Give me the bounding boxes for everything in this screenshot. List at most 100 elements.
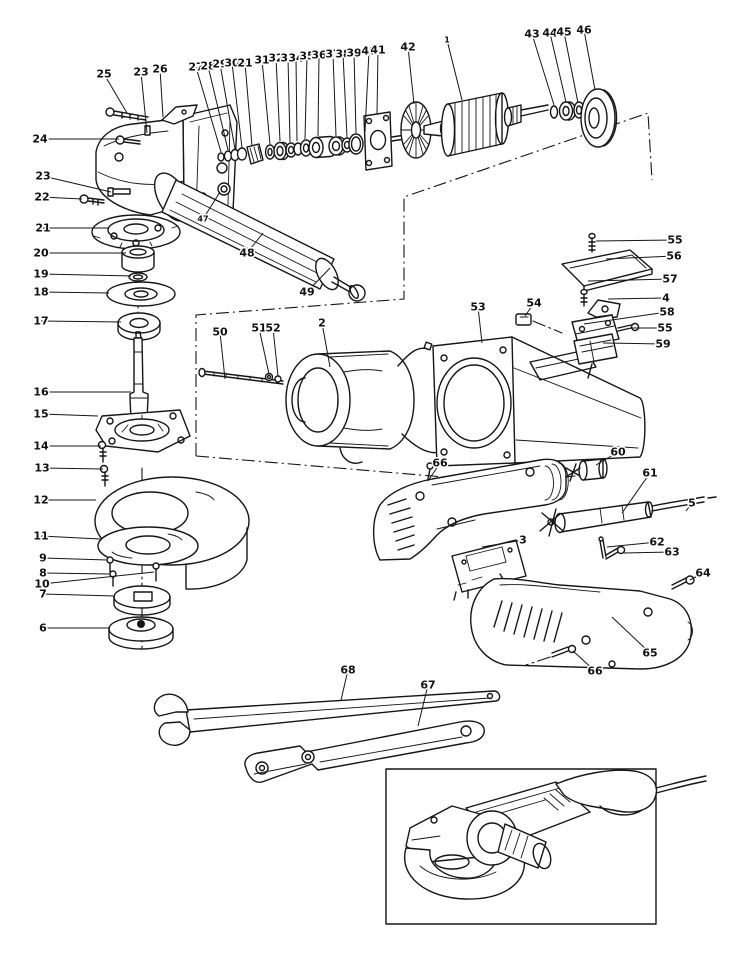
pin-62 [598,536,607,559]
part-number-57-55: 57 [662,273,677,286]
leader-line-13-36 [41,467,104,470]
screw-55b [617,322,640,332]
leader-line-18-31 [40,291,110,294]
screw-66a [426,462,434,480]
armature-core-1 [440,92,510,157]
part-number-33-10: 33 [280,52,295,65]
part-number-21-7: 21 [237,57,252,70]
ring-19 [128,272,148,282]
inner-flange-7 [113,585,171,616]
part-number-66-69: 66 [587,665,603,678]
part-number-13-36: 13 [34,462,49,475]
part-number-25-0: 25 [96,68,111,81]
motor-housing-53 [432,336,646,467]
screw-14 [97,440,107,463]
leader-line-66-66 [427,462,441,482]
leader-line-10-41 [41,571,155,585]
outer-flange-6 [108,616,174,650]
part-number-56-54: 56 [666,250,682,263]
leader-line-58-57 [583,311,668,325]
leader-line-50-47 [219,331,226,380]
leader-line-23-1 [140,71,148,134]
bearing-flange-15 [95,409,191,453]
leader-line-51-48 [258,327,270,375]
part-number-28-4: 28 [200,60,215,73]
part-number-36-13: 36 [311,49,327,62]
spindle-gear-stack [91,214,191,487]
screw-22 [79,194,105,206]
part-number-16-33: 16 [33,386,49,399]
part-number-3-67: 3 [519,534,527,547]
leader-line-43-21 [531,33,555,106]
part-number-14-35: 14 [33,440,49,453]
part-number-11-38: 11 [33,530,48,543]
part-number-2-50: 2 [318,317,326,330]
part-number-37-14: 37 [325,48,340,61]
cable-boot-61 [539,501,654,537]
leader-line-57-55 [587,278,671,282]
part-number-17-32: 17 [33,315,48,328]
part-number-32-9: 32 [268,52,283,65]
brush-cap-54 [515,313,563,334]
leader-line-41-18 [376,49,379,115]
screw-10 [152,562,160,582]
part-number-27-3: 27 [188,61,203,74]
leader-line-55-53 [595,239,676,242]
armature-assembly [400,88,618,159]
screw-9 [106,556,114,573]
leader-line-2-50 [321,322,331,368]
screw-13 [99,464,109,487]
part-number-23-1: 23 [133,66,148,79]
bearing-plate [363,111,393,171]
washer-51 [264,372,274,382]
part-number-55-58: 55 [657,322,672,335]
part-number-48-45: 48 [239,247,254,260]
leader-line-67-71 [417,684,429,727]
part-number-15-34: 15 [33,408,48,421]
brush-holder-59 [573,333,618,379]
o-ring-47 [217,182,231,196]
part-number-26-2: 26 [152,63,168,76]
part-number-41-18: 41 [370,44,385,57]
ball-bearing-17 [117,312,161,341]
power-cord-5 [651,496,717,512]
inset-assembled-view [385,768,707,925]
inset-rear-handle [555,769,707,816]
part-number-54-52: 54 [526,297,542,310]
part-number-4-56: 4 [662,292,670,305]
part-number-51-48: 51 [251,322,266,335]
screw-24 [115,135,141,145]
screw-64 [671,575,695,590]
screw-8 [109,570,117,587]
leader-line-63-64 [623,551,673,554]
leader-line-27-3 [195,66,222,153]
leader-line-34-11 [295,57,298,142]
wheel-guard-12 [94,476,250,590]
leader-line-15-34 [40,413,99,417]
leader-line-4-56 [607,297,667,300]
leader-line-52-49 [272,327,279,377]
leader-line-11-38 [40,535,101,540]
part-number-34-11: 34 [288,52,304,65]
part-number-52-49: 52 [265,322,280,335]
part-number-66-66: 66 [432,457,448,470]
part-number-39-16: 39 [346,47,361,60]
leader-line-47-44 [202,191,221,220]
part-number-38-15: 38 [335,48,350,61]
leader-line-64-65 [689,572,704,581]
leader-line-68-70 [340,669,349,701]
inset-border [385,768,657,925]
spacer-20 [121,245,155,273]
washer-43 [549,105,559,119]
part-number-45-23: 45 [556,26,571,39]
leader-line-31-8 [261,59,271,145]
part-number-61-61: 61 [642,467,657,480]
part-number-23-26: 23 [35,170,50,183]
commutator [503,104,522,127]
part-number-65-68: 65 [642,647,657,660]
leader-line-66-69 [572,650,596,672]
part-number-53-51: 53 [470,301,485,314]
part-number-19-30: 19 [33,268,48,281]
inset-side-handle [466,810,552,870]
